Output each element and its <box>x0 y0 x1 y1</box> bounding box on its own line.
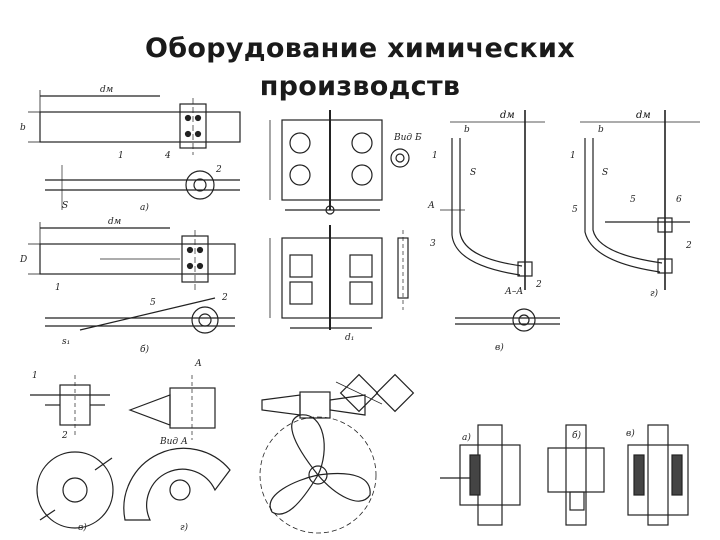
label-2-e: 2 <box>61 431 68 441</box>
caption-v-3: в) <box>626 428 635 439</box>
label-dm-3: dм <box>500 110 515 121</box>
slide-title-line-1: Оборудование химических <box>145 33 575 64</box>
caption-b-2: б) <box>572 430 581 441</box>
label-5-d2: 5 <box>630 195 636 205</box>
label-d1: d₁ <box>345 333 354 343</box>
label-dm-2: dм <box>108 217 121 227</box>
propeller-stirrer-drawings <box>259 373 415 534</box>
slide-title: Оборудование химических производств <box>0 30 720 106</box>
shaft-coupling-drawings: а) б) в) <box>440 424 689 526</box>
label-3-c: 3 <box>430 239 436 249</box>
label-s-d: S <box>602 168 608 178</box>
caption-g: г) <box>650 288 659 299</box>
label-s-c: S <box>470 168 476 178</box>
caption-v: в) <box>495 342 504 353</box>
label-1-d: 1 <box>570 151 576 161</box>
turbine-stirrer-drawings: 1 2 А Вид А в) г) <box>30 359 231 533</box>
caption-b: б) <box>140 344 149 355</box>
label-b-3: b <box>464 125 470 135</box>
label-d-b: D <box>19 255 27 265</box>
label-5-b: 5 <box>150 298 156 308</box>
caption-a-2: а) <box>462 432 471 443</box>
label-1-a: 1 <box>118 151 124 161</box>
label-vid-a: Вид А <box>159 437 188 447</box>
label-b-4: b <box>598 125 604 135</box>
label-1-b: 1 <box>55 283 61 293</box>
caption-a-1: а) <box>140 202 149 213</box>
label-1-e: 1 <box>32 371 38 381</box>
label-2-a: 2 <box>215 165 222 175</box>
label-AA: А–А <box>504 287 523 297</box>
label-dm-1: dм <box>100 85 113 95</box>
caption-v-2: в) <box>78 522 87 533</box>
label-2-d: 2 <box>685 241 692 251</box>
label-5-d: 5 <box>572 205 578 215</box>
label-6-d: 6 <box>676 195 682 205</box>
label-s1-b: s₁ <box>62 337 70 347</box>
label-dm-4: dм <box>636 110 651 121</box>
caption-g-2: г) <box>180 522 189 533</box>
slide-title-line-2: производств <box>259 71 461 102</box>
anchor-stirrer-drawings: dм b А 1 S 3 2 А–А в) dм b 1 S 5 5 6 2 г… <box>427 110 700 353</box>
label-b-1: b <box>20 123 26 133</box>
label-1-c: 1 <box>432 151 438 161</box>
label-A-1: А <box>427 201 435 211</box>
frame-stirrer-b-drawing: dм D 1 s₁ 5 2 б) <box>19 217 236 355</box>
label-A-2: А <box>194 359 202 369</box>
label-4-a: 4 <box>164 151 171 161</box>
flat-blade-stirrer-a-drawing: dм b 1 4 S 2 а) <box>20 85 241 213</box>
paddle-stirrer-views: Вид Б d₁ <box>269 110 422 343</box>
label-2-b: 2 <box>221 293 228 303</box>
label-2-c: 2 <box>535 280 542 290</box>
label-vid-b: Вид Б <box>393 133 422 143</box>
label-s-a: S <box>62 201 68 211</box>
